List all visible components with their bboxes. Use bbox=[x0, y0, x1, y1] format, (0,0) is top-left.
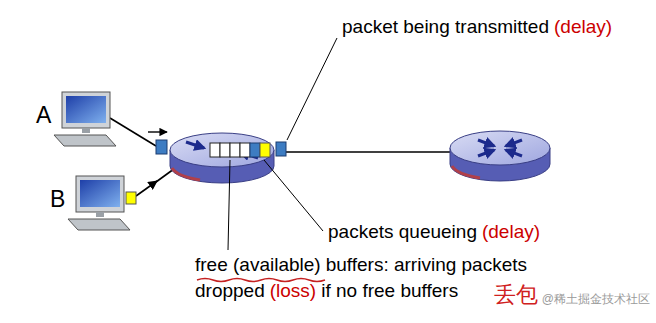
delay-note: (delay) bbox=[554, 16, 612, 38]
callout-text: dropped bbox=[195, 280, 265, 302]
leader-line bbox=[264, 160, 323, 231]
callout-text: packet being transmitted bbox=[342, 16, 549, 38]
callout-text: buffers: arriving packets bbox=[326, 254, 527, 276]
loss-note: (loss) bbox=[270, 280, 316, 302]
router-icon bbox=[170, 133, 274, 183]
callout-text: if no free buffers bbox=[321, 280, 458, 302]
packet bbox=[156, 140, 167, 154]
callout-text: free (available) bbox=[195, 254, 321, 276]
packet bbox=[126, 192, 136, 204]
direction-arrow bbox=[148, 131, 167, 132]
packet bbox=[276, 142, 286, 156]
router-icon bbox=[450, 131, 550, 181]
callout-text: packets queueing bbox=[328, 221, 477, 243]
host-label: A bbox=[36, 102, 51, 128]
handwritten-note: 丢包 bbox=[494, 282, 538, 307]
host-label: B bbox=[50, 186, 65, 212]
leader-line bbox=[228, 160, 230, 250]
leader-line bbox=[287, 38, 337, 140]
computer-icon bbox=[68, 176, 130, 230]
link-wire bbox=[136, 181, 157, 196]
packet-queue bbox=[210, 143, 270, 157]
delay-note: (delay) bbox=[482, 221, 540, 243]
watermark: @稀土掘金技术社区 bbox=[542, 293, 650, 307]
computer-icon bbox=[54, 92, 116, 146]
link-wire bbox=[282, 151, 452, 153]
